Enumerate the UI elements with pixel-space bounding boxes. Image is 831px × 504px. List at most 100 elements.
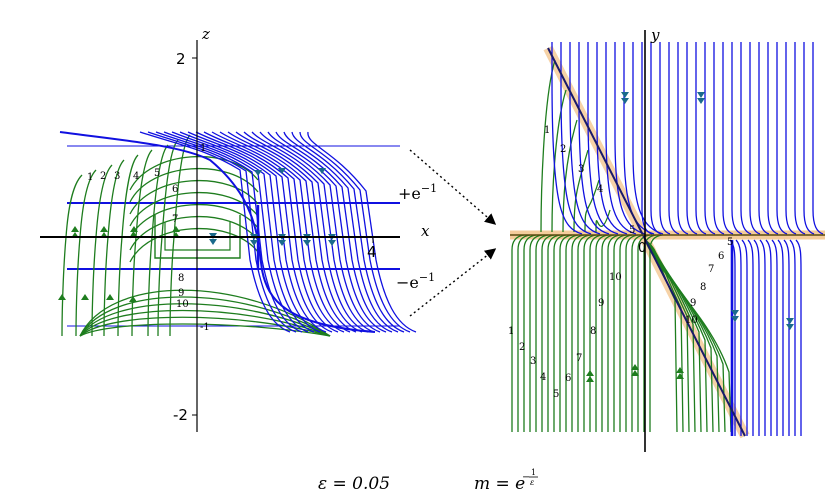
left-green-arc — [129, 215, 259, 251]
right-blue-upper-trajectory — [731, 42, 743, 235]
right-diagonal-line — [547, 47, 746, 437]
left-blue-trajectory — [179, 131, 321, 333]
caption-epsilon: ε = 0.05 — [318, 474, 390, 494]
right-blue-upper-trajectory — [794, 42, 806, 235]
left-blue-trajectory — [211, 131, 345, 333]
right-blue-upper-trajectory — [812, 42, 824, 235]
left-tick-z-bottom: -2 — [173, 406, 188, 424]
right-green-arrow — [676, 367, 684, 379]
caption-m: m = e — [474, 474, 525, 494]
right-blue-upper-trajectory — [803, 42, 815, 235]
right-blue-upper-trajectory — [695, 42, 707, 235]
right-blue-upper-trajectory — [650, 42, 662, 235]
left-curve-label: 1 — [87, 172, 93, 183]
left-curve-label: 8 — [178, 273, 184, 284]
left-axis-z-label: z — [201, 25, 210, 43]
right-blue-upper-trajectory — [767, 42, 779, 235]
right-blue-upper-trajectory — [677, 42, 689, 235]
right-curve-label: 3 — [578, 164, 584, 175]
left-blue-trajectory — [147, 131, 297, 333]
left-curve-label: 2 — [100, 171, 106, 182]
left-green-arrow — [100, 226, 108, 238]
right-axis-y-label: y — [650, 26, 660, 44]
left-blue-arrow — [209, 233, 217, 245]
left-axis-x-label: x — [421, 222, 430, 240]
right-green-upper-trajectory — [595, 209, 611, 233]
left-green-arrow — [172, 226, 180, 238]
right-curve-label: 3 — [530, 356, 536, 367]
right-blue-upper-trajectory — [776, 42, 788, 235]
left-tick-z-one: 1 — [200, 143, 206, 154]
right-curve-label: 6 — [718, 251, 724, 262]
left-tick-x-right: 4 — [367, 243, 377, 261]
left-green-trajectory — [75, 169, 97, 337]
left-green-arc — [129, 191, 259, 227]
right-blue-arrow — [786, 318, 794, 330]
right-blue-arrow — [697, 92, 705, 104]
left-blue-trajectory — [251, 131, 375, 333]
caption-m-exp: − — [522, 472, 530, 483]
left-blue-trajectory — [291, 131, 405, 333]
right-curve-label: 6 — [565, 373, 571, 384]
left-curve-label: 3 — [114, 171, 120, 182]
left-green-arc — [129, 179, 259, 215]
right-blue-upper-trajectory — [614, 42, 646, 235]
caption-m-exp-num: 1 — [531, 468, 536, 477]
right-blue-upper-trajectory — [668, 42, 680, 235]
right-curve-label: 5 — [553, 389, 559, 400]
left-blue-trajectory — [227, 131, 357, 333]
left-blue-trajectory — [267, 131, 387, 333]
connector-upper — [409, 149, 497, 225]
left-blue-arrow — [318, 168, 326, 174]
left-green-arc — [129, 155, 259, 191]
right-blue-lower-trajectory — [759, 239, 766, 436]
right-blue-lower-trajectory — [795, 239, 802, 436]
right-blue-lower-trajectory — [765, 239, 772, 436]
left-blue-separatrix — [59, 131, 376, 333]
right-blue-arrow — [731, 310, 739, 322]
left-green-lower-arc — [79, 296, 331, 337]
left-blue-trajectory — [275, 131, 393, 333]
right-blue-upper-trajectory — [758, 42, 770, 235]
left-blue-trajectories — [59, 131, 417, 333]
left-green-arrow — [130, 226, 138, 238]
right-curve-label: 1 — [508, 326, 514, 337]
right-blue-trajectories — [551, 42, 824, 436]
right-blue-upper-trajectory — [686, 42, 698, 235]
left-blue-trajectory — [195, 131, 333, 333]
left-green-arrow — [58, 294, 66, 300]
left-blue-trajectory — [259, 131, 381, 333]
right-green-upper-trajectory — [573, 149, 589, 233]
right-blue-upper-trajectory — [632, 42, 664, 235]
left-blue-arrow — [254, 170, 262, 176]
left-tick-z-neg-one: -1 — [200, 322, 210, 333]
left-blue-trajectory — [139, 131, 291, 333]
right-blue-lower-trajectory — [741, 239, 748, 436]
left-curve-label: 5 — [154, 168, 160, 179]
right-blue-arrow — [621, 92, 629, 104]
left-blue-arrow — [278, 234, 286, 246]
left-tick-z-top: 2 — [176, 50, 186, 68]
right-blue-upper-trajectory — [569, 42, 601, 235]
left-blue-trajectory — [155, 131, 303, 333]
left-curve-label: 6 — [172, 184, 178, 195]
right-green-arrow — [631, 364, 639, 376]
right-blue-upper-trajectory — [749, 42, 761, 235]
right-blue-lower-trajectory — [789, 239, 796, 436]
left-curve-label: 7 — [172, 214, 178, 225]
right-origin-label: 0 — [638, 241, 646, 256]
right-blue-upper-trajectory — [578, 42, 610, 235]
right-blue-lower-trajectory — [753, 239, 760, 436]
left-blue-trajectory — [171, 131, 315, 333]
right-blue-lower-trajectory — [771, 239, 778, 436]
right-blue-upper-trajectory — [713, 42, 725, 235]
right-flow-arrows — [586, 92, 794, 382]
right-blue-lower-trajectory — [783, 239, 790, 436]
left-blue-trajectory — [299, 131, 411, 333]
right-curve-label: 8 — [590, 326, 596, 337]
left-blue-trajectory — [219, 131, 351, 333]
right-blue-upper-trajectory — [740, 42, 752, 235]
